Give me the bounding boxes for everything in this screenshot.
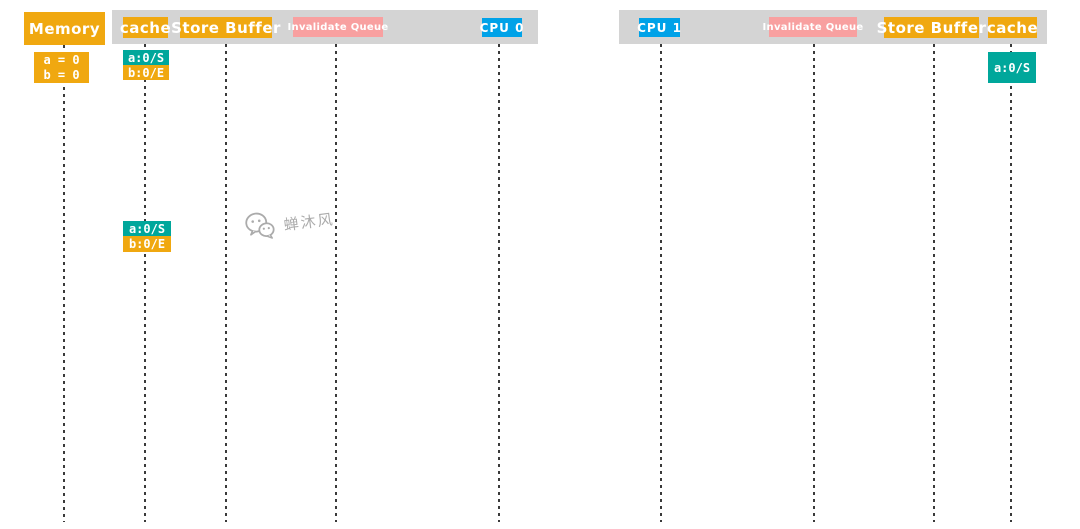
cpu0-cache-lane bbox=[144, 44, 146, 522]
cpu0-cache-state-a-initial: a:0/S bbox=[123, 50, 169, 65]
cpu0-cache-state-a-t1: a:0/S bbox=[123, 221, 171, 236]
cpu0-header: CPU 0 bbox=[480, 18, 523, 37]
cpu0-store-buffer-lane bbox=[225, 44, 227, 522]
watermark: 蝉沐风 bbox=[243, 201, 337, 247]
wechat-icon bbox=[243, 208, 277, 246]
memory-header: Memory bbox=[24, 12, 105, 45]
cpu1-invalidate-queue-header: Invalidate Queue bbox=[763, 17, 863, 37]
memory-lane bbox=[63, 45, 65, 522]
cpu1-lane bbox=[660, 44, 662, 522]
cpu0-invalidate-queue-header: Invalidate Queue bbox=[288, 17, 388, 37]
cpu1-cache-header: cache bbox=[986, 17, 1039, 38]
cpu0-invalidate-queue-lane bbox=[335, 44, 337, 522]
cpu1-store-buffer-lane bbox=[933, 44, 935, 522]
cpu1-invalidate-queue-lane bbox=[813, 44, 815, 522]
cpu1-cache-state-a-initial: a:0/S bbox=[988, 52, 1036, 83]
cpu0-cache-state-b-initial: b:0/E bbox=[123, 65, 169, 80]
memory-values-box: a = 0 b = 0 bbox=[34, 52, 89, 83]
cpu0-cache-header: cache bbox=[119, 17, 172, 38]
cpu1-header: CPU 1 bbox=[637, 18, 681, 37]
memory-value-a: a = 0 bbox=[43, 52, 80, 67]
cpu0-store-buffer-header: Store Buffer bbox=[171, 17, 281, 38]
cpu0-lane bbox=[498, 44, 500, 522]
cpu0-cache-state-b-t1: b:0/E bbox=[123, 236, 171, 252]
watermark-text: 蝉沐风 bbox=[282, 210, 336, 235]
cpu1-cache-lane bbox=[1010, 44, 1012, 522]
cpu1-store-buffer-header: Store Buffer bbox=[876, 17, 987, 38]
memory-value-b: b = 0 bbox=[43, 67, 80, 82]
